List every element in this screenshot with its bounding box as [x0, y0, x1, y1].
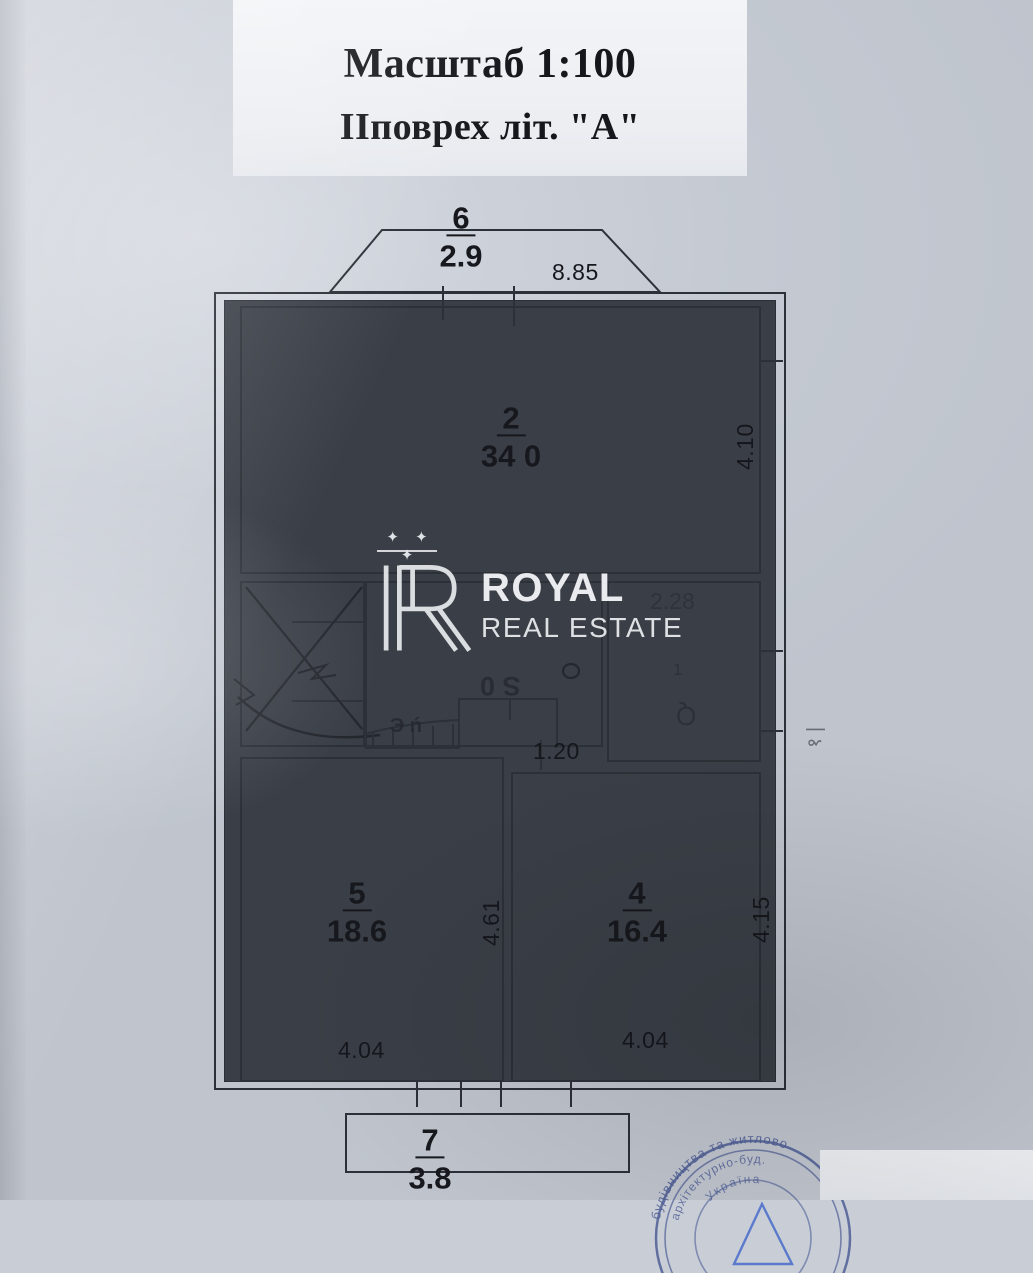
right-middle-room-outline — [607, 581, 761, 762]
room-4-area: 16.4 — [606, 912, 668, 948]
staircase-outline — [240, 581, 365, 747]
title-block: Масштаб 1:100 IIповрех літ. "А" — [233, 0, 747, 176]
opening-tick — [761, 650, 783, 652]
opening-tick — [416, 1081, 418, 1107]
stair-treads — [364, 719, 461, 749]
room-7-number: 7 — [415, 1124, 445, 1158]
room-7-label: 7 3.8 — [408, 1124, 451, 1195]
corridor-partition — [458, 698, 558, 700]
opening-tick — [500, 1081, 502, 1107]
room-4-outline — [511, 772, 761, 1082]
balcony-6-outline — [327, 229, 663, 293]
room-6-area: 2.9 — [439, 237, 483, 273]
document-corner — [820, 1150, 1033, 1200]
dim-bottom-left-4-04: 4.04 — [338, 1037, 385, 1063]
stair-step — [292, 700, 365, 702]
room-5-number: 5 — [342, 877, 372, 911]
opening-tick — [540, 740, 542, 770]
dim-4-15: 4.15 — [748, 896, 774, 943]
annotation-right-top: 2.28 — [650, 588, 695, 614]
corridor-partition — [458, 698, 460, 748]
opening-tick — [761, 360, 783, 362]
dim-4-10: 4.10 — [732, 423, 758, 470]
fixture-symbol — [561, 662, 581, 680]
opening-tick — [761, 730, 783, 732]
room-5-outline — [240, 757, 504, 1082]
page-title-scale: Масштаб 1:100 — [343, 41, 637, 87]
dim-8-85: 8.85 — [552, 259, 599, 285]
corridor-partition — [556, 698, 558, 748]
opening-tick — [570, 1081, 572, 1107]
room-6-label: 6 2.9 — [439, 202, 482, 273]
room-4-label: 4 16.4 — [607, 877, 667, 948]
annotation-far-right: १ | — [804, 726, 826, 748]
room-5-label: 5 18.6 — [327, 877, 387, 948]
room-5-area: 18.6 — [326, 912, 388, 948]
floor-plan-drawing: 2 34 0 5 18.6 4 16.4 7 3.8 — [214, 202, 826, 1195]
corridor-partition — [509, 698, 511, 720]
annotation-corridor: S 0 — [480, 671, 521, 701]
room-6-number: 6 — [446, 202, 476, 236]
opening-tick — [460, 1081, 462, 1107]
opening-tick — [513, 286, 515, 326]
room-2-outline — [240, 306, 761, 574]
annotation-stair-foot: Э ń — [390, 715, 423, 737]
room-7-area: 3.8 — [408, 1159, 452, 1195]
room-2-area: 34 0 — [480, 437, 542, 473]
room-4-number: 4 — [622, 877, 652, 911]
annotation-right-low: Q — [676, 701, 697, 731]
dim-bottom-right-4-04: 4.04 — [622, 1027, 669, 1053]
page-title-floor: IIповрех літ. "А" — [339, 106, 641, 148]
dim-1-20: 1.20 — [533, 738, 580, 764]
stair-step — [292, 621, 365, 623]
annotation-right-mid: 1 — [673, 660, 683, 679]
room-2-number: 2 — [496, 402, 526, 436]
balcony-7-outline — [345, 1113, 630, 1173]
room-2-label: 2 34 0 — [481, 402, 541, 473]
dim-4-61: 4.61 — [478, 899, 504, 946]
corridor-outline — [365, 581, 603, 747]
scan-left-edge — [0, 0, 26, 1200]
opening-tick — [442, 286, 444, 320]
